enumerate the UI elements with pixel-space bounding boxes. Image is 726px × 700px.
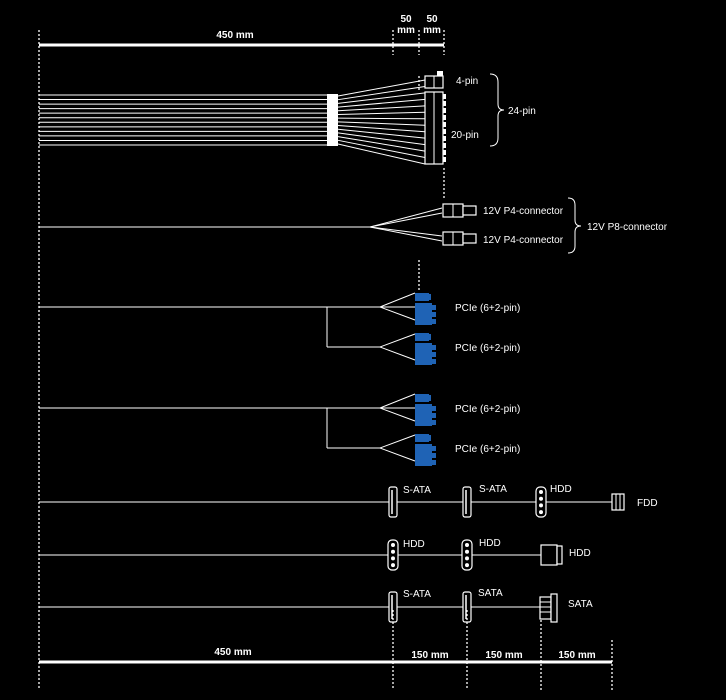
cable3-sata-3-label: SATA [568,599,593,610]
sata-connector-4-icon [462,591,472,623]
peripheral-cable-3: S-ATA SATA SATA [39,588,593,623]
pcie-connector-3-icon [415,394,436,426]
cable1-hdd-label: HDD [550,484,572,495]
bottom-seg2-length: 150 mm [485,650,522,661]
pcie-cable-2: PCIe (6+2-pin) PCIe (6+2-pin) [39,393,520,466]
cable1-sata-1-label: S-ATA [403,485,431,496]
p4-a-label: 12V P4-connector [483,206,564,217]
p4-connector-a-icon [442,203,477,218]
pcie-3-label: PCIe (6+2-pin) [455,404,520,415]
cable1-sata-2-label: S-ATA [479,484,507,495]
pcie-connector-1-icon [415,293,436,325]
cpu-cable: 12V P4-connector 12V P4-connector 12V P8… [39,197,668,254]
atx-24pin-label: 24-pin [508,106,536,117]
sata-connector-3-icon [388,591,398,623]
atx-24pin-brace [489,73,505,147]
fdd-connector-icon [611,493,625,511]
top-dimension: 450 mm 50 mm 50 mm [38,14,445,690]
sata-connector-1-icon [388,486,398,518]
top-seg2-unit: mm [423,25,441,36]
hdd-connector-4-icon [540,544,563,566]
atx-wire-fanout [337,79,426,165]
atx-20pin-label: 20-pin [451,130,479,141]
bottom-seg3-length: 150 mm [558,650,595,661]
cable2-hdd-3-label: HDD [569,548,591,559]
cable2-hdd-1-label: HDD [403,539,425,550]
sata-connector-5-icon [539,593,558,623]
atx-20pin-connector-icon [424,91,446,165]
hdd-connector-3-icon [461,539,473,571]
top-seg1-unit: mm [397,25,415,36]
p4-connector-b-icon [442,231,477,246]
atx-4pin-label: 4-pin [456,76,478,87]
pcie-connector-4-icon [415,434,436,466]
bottom-dimension: 450 mm 150 mm 150 mm 150 mm [39,610,613,690]
sata-connector-2-icon [462,486,472,518]
p4-b-label: 12V P4-connector [483,235,564,246]
hdd-connector-2-icon [387,539,399,571]
top-main-length: 450 mm [216,30,253,41]
pcie-4-label: PCIe (6+2-pin) [455,444,520,455]
bottom-main-length: 450 mm [214,647,251,658]
pcie-cable-1: PCIe (6+2-pin) PCIe (6+2-pin) [39,292,520,365]
peripheral-cable-1: S-ATA S-ATA HDD FDD [39,484,658,518]
bottom-seg1-length: 150 mm [411,650,448,661]
atx-sleeve [327,94,338,146]
cable3-sata-2-label: SATA [478,588,503,599]
cable2-hdd-2-label: HDD [479,538,501,549]
cable3-sata-1-label: S-ATA [403,589,431,600]
atx-cable: 4-pin 20-pin 24-pin [39,71,536,198]
atx-wire-bundle [39,94,327,146]
pcie-2-label: PCIe (6+2-pin) [455,343,520,354]
p8-label: 12V P8-connector [587,222,668,233]
hdd-connector-1-icon [535,486,547,518]
p8-brace [567,197,582,254]
cable1-fdd-label: FDD [637,498,658,509]
top-seg2-length: 50 [426,14,438,25]
pcie-1-label: PCIe (6+2-pin) [455,303,520,314]
peripheral-cable-2: HDD HDD HDD [39,538,591,571]
pcie-connector-2-icon [415,333,436,365]
atx-4pin-connector-icon [424,71,444,89]
top-seg1-length: 50 [400,14,412,25]
